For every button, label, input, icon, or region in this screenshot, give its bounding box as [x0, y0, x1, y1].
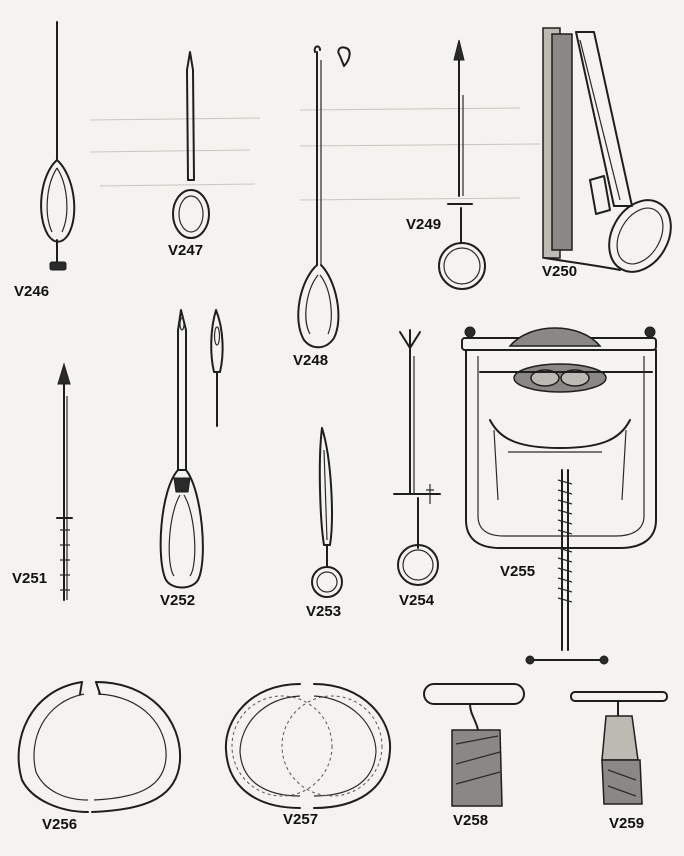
label-v259: V259 [609, 815, 645, 832]
label-v246: V246 [14, 283, 50, 300]
label-v257: V257 [283, 811, 319, 828]
instrument-v254 [393, 329, 441, 586]
label-v248: V248 [293, 352, 329, 369]
instrument-v252 [159, 309, 224, 589]
instrument-v247 [172, 51, 210, 239]
label-v256: V256 [42, 816, 78, 833]
label-v250: V250 [542, 263, 578, 280]
instrument-v249 [438, 39, 486, 290]
instrument-v258 [423, 683, 525, 807]
instrument-v256 [17, 681, 182, 813]
instrument-v250 [542, 27, 672, 273]
instrument-v253 [311, 427, 343, 598]
instrument-v255 [461, 326, 657, 665]
instrument-v246 [40, 21, 76, 271]
instrument-v251 [56, 362, 73, 601]
label-v254: V254 [399, 592, 435, 609]
instrument-v248 [297, 45, 351, 349]
label-v249: V249 [406, 216, 442, 233]
instrument-v257 [224, 683, 392, 809]
label-v247: V247 [168, 242, 204, 259]
label-v258: V258 [453, 812, 489, 829]
instrument-v259 [570, 691, 668, 805]
clamp-screw [525, 469, 609, 665]
background-text-lines [89, 107, 541, 201]
label-v251: V251 [12, 570, 48, 587]
label-v253: V253 [306, 603, 342, 620]
label-v255: V255 [500, 563, 536, 580]
label-v252: V252 [160, 592, 196, 609]
